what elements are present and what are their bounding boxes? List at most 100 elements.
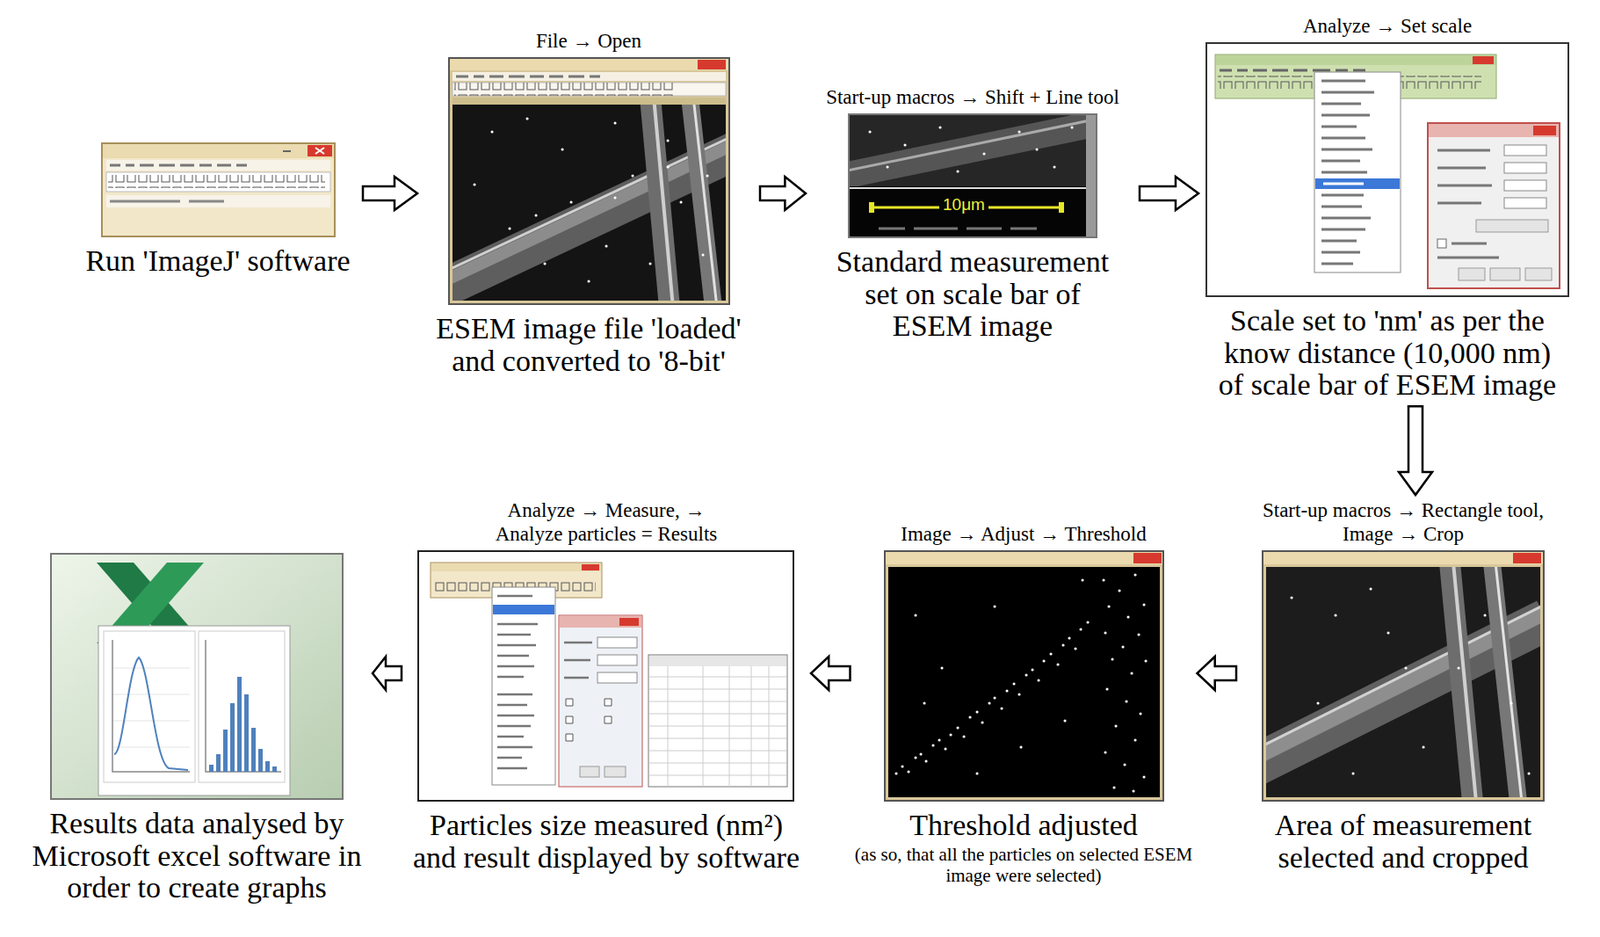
analyze-screenshot-part: [431, 563, 601, 572]
scale-bar-label: 10μm: [939, 195, 989, 215]
step-heading: Analyze → Set scale: [1211, 14, 1564, 38]
analyze-screenshot-part: [559, 615, 642, 628]
analyze-screenshot-part: [492, 586, 556, 785]
step-heading: Analyze → Measure, → Analyze particles =…: [478, 499, 734, 546]
image-area: [1240, 550, 1566, 801]
analyze-screenshot-part: [604, 766, 626, 777]
imagej-window-part: [101, 143, 335, 237]
imagej-window-part: [282, 150, 291, 153]
step-note: (as so, that all the particles on select…: [854, 843, 1194, 886]
esem-window-part: [449, 58, 729, 71]
scale-bar-image-part-part: [869, 127, 1072, 172]
set-scale-screenshot-part: [1533, 125, 1557, 136]
threshold-window-part: [888, 566, 1160, 797]
excel-graphs-part: [103, 630, 196, 782]
threshold-window: [884, 550, 1164, 801]
heading-area: [77, 137, 359, 144]
crop-window-part-part: [1453, 566, 1477, 797]
imagej-window-part: [109, 164, 247, 167]
analyze-screenshot-part: [649, 666, 787, 787]
crop-window-part: [1513, 552, 1542, 564]
threshold-window-part: [884, 550, 1164, 801]
heading-area: [25, 548, 369, 554]
step-caption: ESEM image file 'loaded' and converted t…: [421, 312, 756, 377]
step-caption: Area of measurement selected and cropped: [1253, 809, 1553, 874]
set-scale-screenshot-part: [1525, 267, 1552, 281]
excel-graphs-part: [112, 639, 190, 772]
step-heading: Start-up macros → Rectangle tool, Image …: [1245, 499, 1562, 546]
imagej-window: [101, 143, 335, 237]
esem-window-part: [452, 82, 726, 96]
threshold-window-part: [885, 551, 1163, 565]
esem-window-part: [452, 97, 726, 105]
esem-window-part-part: [693, 104, 717, 301]
step-panel: Image → Adjust → ThresholdThreshold adju…: [854, 522, 1194, 886]
analyze-screenshot-part: [579, 766, 600, 777]
heading-area: Start-up macros → Shift + Line tool: [810, 86, 1136, 115]
block-arrow: [1197, 656, 1238, 690]
image-area: [810, 114, 1136, 238]
scale-bar-image-part: [849, 115, 1086, 187]
step-heading: File → Open: [426, 29, 752, 53]
scale-bar-image: [843, 114, 1099, 238]
set-scale-screenshot-part: [1472, 56, 1494, 65]
heading-area: Analyze → Set scale: [1202, 14, 1572, 44]
esem-window-part-part: [474, 118, 708, 282]
crop-window-part-part: [1495, 566, 1522, 797]
step-panel: Run 'ImageJ' software: [77, 137, 359, 278]
esem-window-part-part: [653, 104, 674, 301]
esem-window-part: [452, 72, 726, 81]
analyze-screenshot: [418, 550, 794, 801]
excel-graphs-part: [98, 625, 290, 796]
excel-graphs-part: [205, 639, 282, 772]
caption-area: ESEM image file 'loaded' and converted t…: [421, 304, 756, 377]
set-scale-screenshot-part: [1458, 267, 1485, 281]
imagej-window-part: [106, 159, 331, 171]
image-area: [25, 553, 369, 799]
esem-window: [439, 57, 739, 308]
threshold-window-part: [896, 574, 1146, 791]
set-scale-screenshot-part: [1437, 150, 1492, 203]
heading-area: File → Open: [421, 29, 756, 58]
analyze-screenshot-part: [597, 654, 638, 666]
caption-area: Scale set to 'nm' as per the know distan…: [1202, 296, 1572, 402]
esem-window-part: [454, 82, 674, 96]
analyze-screenshot-part: [648, 654, 788, 787]
image-area: [77, 143, 359, 237]
caption-area: Particles size measured (nm²) and result…: [405, 800, 807, 874]
set-scale-screenshot-part: [1437, 243, 1499, 258]
step-caption: Results data analysed by Microsoft excel…: [29, 807, 364, 905]
scale-bar-image-part-part: [849, 118, 1086, 172]
set-scale-screenshot-part: [1504, 162, 1547, 174]
analyze-screenshot-part: [565, 698, 612, 741]
esem-window-part: [456, 75, 601, 79]
step-caption: Threshold adjusted: [854, 809, 1194, 842]
step-panel: Analyze → Set scaleScale set to 'nm' as …: [1202, 14, 1572, 403]
crop-window-part: [1266, 566, 1541, 797]
heading-area: Start-up macros → Rectangle tool, Image …: [1240, 499, 1566, 551]
image-area: [1202, 43, 1572, 297]
analyze-screenshot-part: [558, 615, 643, 787]
step-caption: Run 'ImageJ' software: [77, 245, 359, 278]
imagej-window-part: [108, 174, 326, 189]
excel-graphs: [50, 553, 343, 799]
scale-bar-image-part: [878, 227, 1037, 231]
step-panel: Results data analysed by Microsoft excel…: [25, 548, 369, 905]
analyze-screenshot-part: [597, 637, 638, 648]
image-area: [421, 57, 756, 305]
caption-area: Area of measurement selected and cropped: [1240, 800, 1566, 874]
esem-window-part-part: [452, 142, 726, 283]
imagej-window-part: [106, 172, 331, 192]
esem-window-part-part: [689, 104, 714, 301]
set-scale-screenshot-part: [1321, 80, 1375, 264]
heading-area: Image → Adjust → Threshold: [854, 522, 1194, 551]
set-scale-screenshot-part: [1504, 197, 1547, 209]
analyze-screenshot-part: [497, 595, 538, 768]
analyze-screenshot-part: [418, 550, 794, 801]
heading-area: Analyze → Measure, → Analyze particles =…: [405, 499, 807, 551]
analyze-screenshot-part: [597, 672, 638, 683]
caption-area: Run 'ImageJ' software: [77, 236, 359, 278]
excel-graphs-part: [198, 630, 285, 782]
imagej-window-part: [109, 200, 225, 203]
